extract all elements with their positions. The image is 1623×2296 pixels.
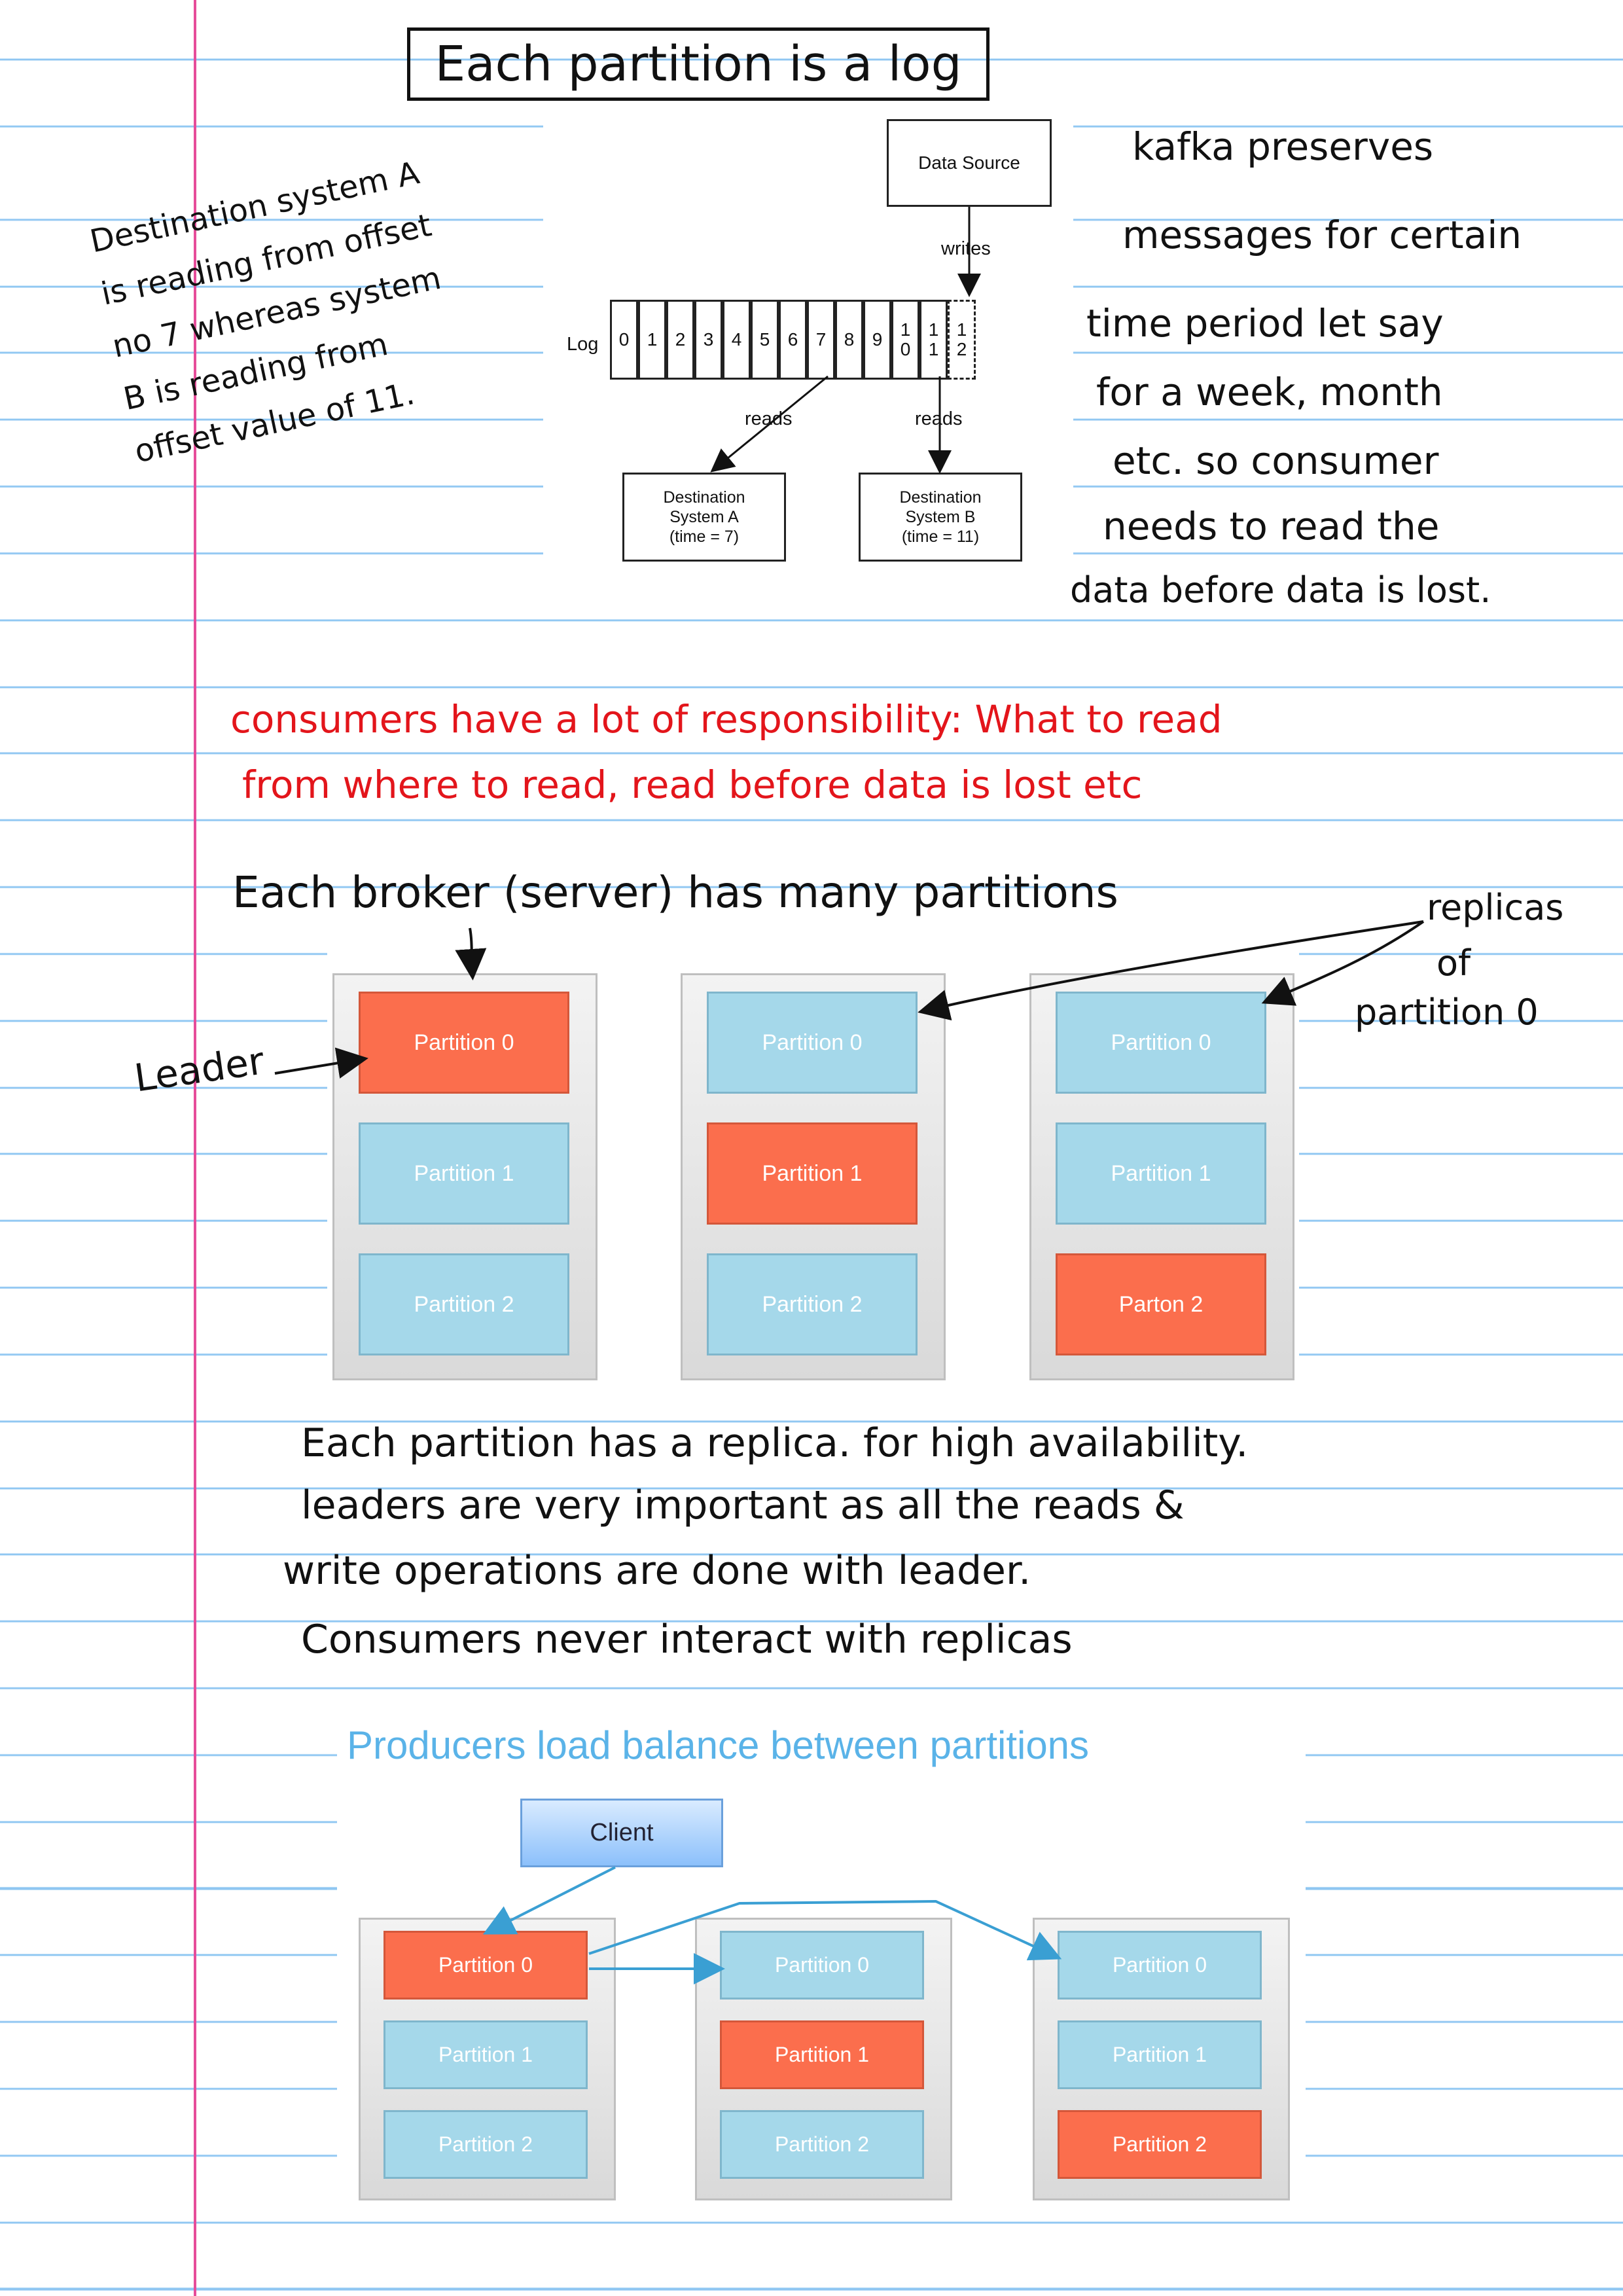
replica-arrow (1261, 920, 1425, 1006)
log-cell: 8 (835, 300, 863, 380)
replicate-arrow (588, 1899, 1062, 1961)
reads-arrow-a (710, 375, 829, 473)
right-note-line: kafka preserves (1132, 124, 1434, 169)
page-title: Each partition is a log (407, 27, 990, 101)
replica-note-line: write operations are done with leader. (283, 1548, 1031, 1594)
broker-arrow (455, 927, 487, 980)
producers-title: Producers load balance between partition… (347, 1723, 1090, 1767)
partition-leader: Partition 0 (359, 992, 569, 1094)
log-cell: 0 (610, 300, 638, 380)
right-note-line: etc. so consumer (1113, 439, 1439, 483)
log-cell: 1 2 (948, 300, 976, 380)
destination-system-a: Destination System A (time = 7) (622, 473, 786, 562)
partition-replica: Partition 1 (1056, 1122, 1266, 1225)
partition-replica: Partition 0 (1056, 992, 1266, 1094)
partition-replica: Partition 1 (1058, 2020, 1262, 2089)
log-cell: 1 (638, 300, 666, 380)
log-cell: 1 0 (891, 300, 919, 380)
broker-heading: Each broker (server) has many partitions (232, 867, 1118, 918)
client-box: Client (520, 1799, 723, 1867)
right-note-line: data before data is lost. (1070, 569, 1491, 611)
consumers-note-line: consumers have a lot of responsibility: … (230, 697, 1222, 742)
log-cell: 5 (751, 300, 779, 380)
log-label: Log (567, 334, 599, 355)
leader-arrow (274, 1047, 368, 1079)
replicas-label: replicas (1427, 887, 1564, 928)
log-cell: 6 (779, 300, 807, 380)
partition-replica: Partition 1 (383, 2020, 588, 2089)
right-note-line: needs to read the (1103, 504, 1440, 548)
partition-replica: Partition 2 (383, 2110, 588, 2179)
margin-line (194, 0, 196, 2296)
replica-note-line: leaders are very important as all the re… (301, 1482, 1185, 1528)
replica-arrow (918, 920, 1424, 1021)
right-note-line: time period let say (1086, 301, 1444, 346)
consumers-note-line: from where to read, read before data is … (242, 762, 1143, 807)
log-cell: 2 (666, 300, 694, 380)
log-cell: 4 (722, 300, 751, 380)
right-note-line: messages for certain (1122, 213, 1522, 257)
replicas-label: of (1436, 942, 1471, 984)
replica-note-line: Each partition has a replica. for high a… (301, 1420, 1249, 1466)
replicas-label: partition 0 (1355, 992, 1539, 1033)
partition-replica: Partition 2 (359, 1253, 569, 1355)
reads-label: reads (915, 408, 963, 429)
data-source-box: Data Source (887, 119, 1052, 207)
partition-leader: Parton 2 (1056, 1253, 1266, 1355)
log-cell: 7 (807, 300, 835, 380)
right-note-line: for a week, month (1096, 370, 1443, 414)
partition-replica: Partition 1 (359, 1122, 569, 1225)
writes-label: writes (941, 238, 991, 259)
partition-replica: Partition 0 (707, 992, 918, 1094)
client-arrow (482, 1866, 616, 1935)
log-cell: 9 (863, 300, 891, 380)
partition-replica: Partition 0 (720, 1931, 924, 2000)
log-cell: 3 (694, 300, 722, 380)
partition-leader: Partition 1 (720, 2020, 924, 2089)
partition-replica: Partition 2 (707, 1253, 918, 1355)
log-cell: 1 1 (919, 300, 948, 380)
partition-replica: Partition 0 (1058, 1931, 1262, 2000)
partition-leader: Partition 1 (707, 1122, 918, 1225)
partition-replica: Partition 2 (720, 2110, 924, 2179)
partition-leader: Partition 2 (1058, 2110, 1262, 2179)
replica-note-line: Consumers never interact with replicas (301, 1617, 1073, 1662)
